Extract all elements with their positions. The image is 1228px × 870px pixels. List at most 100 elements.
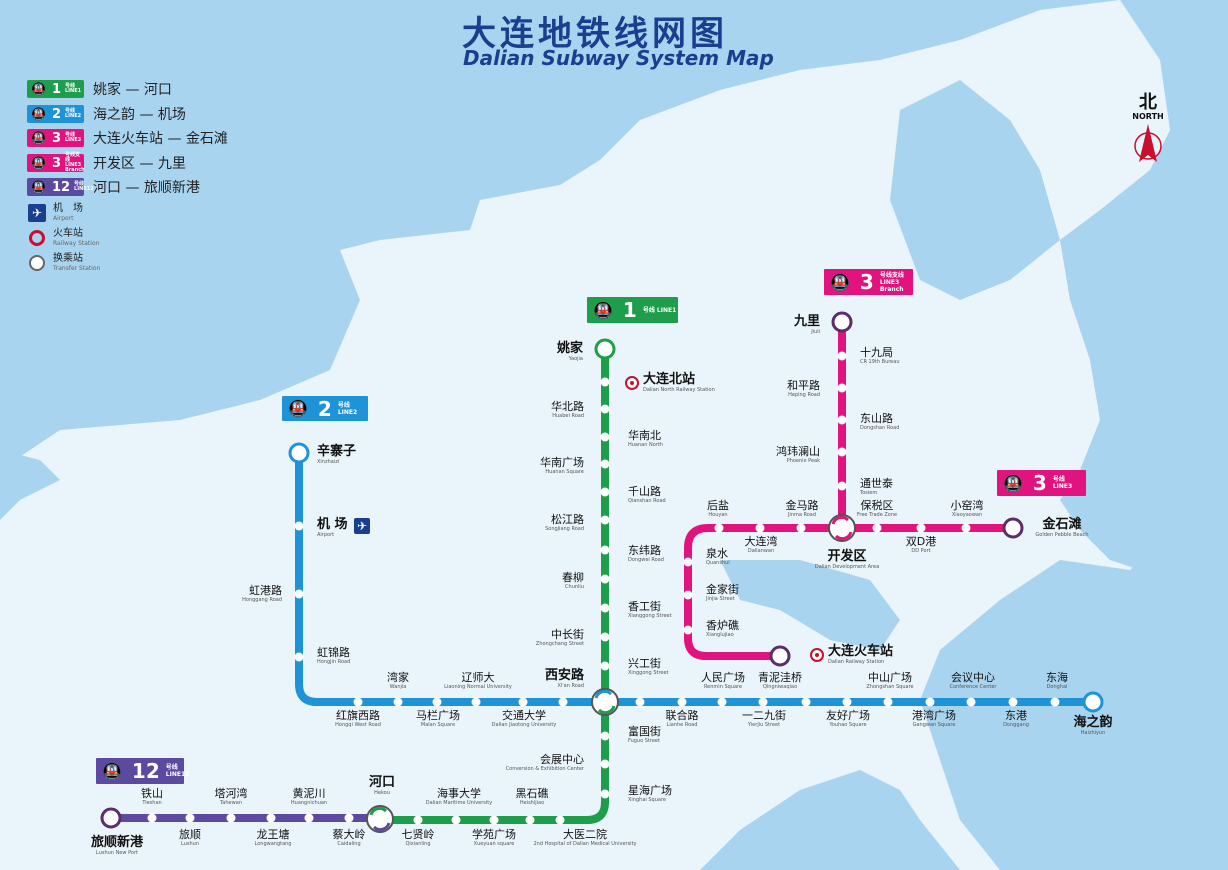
transfer-station-icon [27, 253, 47, 273]
airplane-icon: ✈ [27, 203, 47, 223]
airplane-icon: ✈ [354, 518, 370, 534]
terminal-jiuli[interactable] [831, 311, 853, 333]
train-icon: 🚇 [31, 107, 46, 121]
railway-station-icon [27, 228, 47, 248]
terminal-dalian-station[interactable] [769, 645, 791, 667]
terminal-lushun-xingang[interactable] [100, 807, 122, 829]
railway-station-icon [810, 648, 824, 662]
north-indicator: 北 NORTH [1132, 92, 1164, 121]
terminal-jinshitan[interactable] [1002, 517, 1024, 539]
terminal-xinzhaizi[interactable] [288, 442, 310, 464]
train-icon: 🚇 [31, 131, 46, 145]
terminal-yaojia[interactable] [594, 338, 616, 360]
train-icon: 🚇 [593, 300, 613, 320]
terminal-haizhiyun[interactable] [1082, 691, 1104, 713]
transfer-xianlu[interactable] [591, 688, 619, 716]
transfer-kaifaqu[interactable] [828, 514, 856, 542]
map-title: 大连地铁线网图 [462, 14, 728, 54]
transfer-hekou[interactable] [366, 805, 394, 833]
water-bay-inner [720, 560, 900, 650]
train-icon: 🚇 [830, 272, 850, 292]
train-icon: 🚇 [31, 156, 46, 170]
